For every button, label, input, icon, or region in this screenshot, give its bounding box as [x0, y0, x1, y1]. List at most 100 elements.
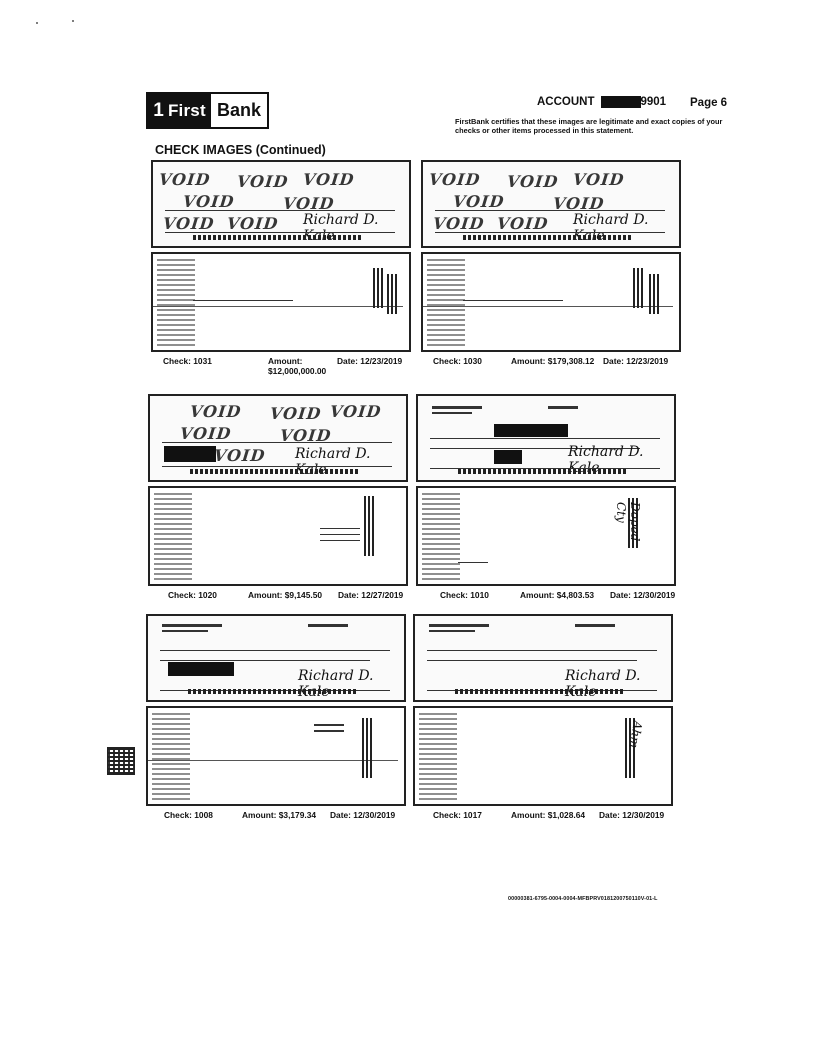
signature: Richard D. Kale: [298, 668, 374, 700]
micr-line: [455, 689, 625, 694]
check-back: [421, 252, 681, 352]
void-stamp: VOID: [452, 192, 506, 211]
document-code: 00000381-6795-0004-0004-MFBPRV0181200750…: [508, 896, 658, 902]
fold-line: [148, 760, 398, 761]
amount-line: [160, 660, 370, 661]
check-heading: [575, 624, 615, 627]
bank-address: [432, 412, 472, 414]
bank-stamp: [157, 258, 195, 346]
bank-stamp: [427, 258, 465, 346]
signature-line: [165, 232, 395, 233]
void-stamp: VOID: [226, 214, 280, 233]
amount-label: Amount:: [268, 356, 303, 366]
bank-stamp: [422, 492, 460, 580]
endorsement-stamp: [362, 718, 372, 778]
logo-mark: 1 First: [148, 94, 211, 127]
deposit-stamp: [314, 724, 344, 726]
endorsement-stamp: [633, 268, 643, 308]
payee-redaction: [164, 446, 216, 462]
payee-line: [427, 650, 657, 651]
endorsement-line: [463, 300, 563, 301]
endorsement-stamp: [628, 498, 638, 548]
void-stamp: VOID: [162, 214, 216, 233]
check-number-label: Check: 1030: [433, 356, 482, 366]
check-amount: Amount: $179,308.12: [511, 356, 595, 366]
bank-address: [162, 630, 208, 632]
account-line: ACCOUNT 9901: [537, 96, 666, 108]
check-front: VOID VOID VOID VOID VOID VOID VOID Richa…: [151, 160, 411, 248]
payee-line: [430, 438, 660, 439]
micr-line: [458, 469, 628, 474]
address-redaction: [494, 450, 522, 464]
logo-first: First: [167, 100, 206, 120]
void-stamp: VOID: [269, 404, 323, 423]
void-stamp: VOID: [572, 170, 626, 189]
signature: Richard D. Kale: [565, 668, 641, 700]
amount-line: [435, 210, 665, 211]
void-stamp: VOID: [302, 170, 356, 189]
bank-address: [429, 630, 475, 632]
bank-stamp: [419, 712, 457, 800]
endorsement-line: [320, 534, 360, 535]
check-number-label: Check: 1020: [168, 590, 217, 600]
check-heading: [548, 406, 578, 409]
check-number-label: Check: 1010: [440, 590, 489, 600]
account-suffix: 9901: [640, 96, 667, 108]
check-number-label: Check: 1031: [163, 356, 212, 366]
check-back: [146, 706, 406, 806]
check-front: Richard D. Kale: [146, 614, 406, 702]
bank-stamp: [154, 492, 192, 580]
amount-line: [162, 442, 392, 443]
check-back: [151, 252, 411, 352]
endorsement-line: [320, 540, 360, 541]
payee-redaction: [494, 424, 568, 437]
check-front: Richard D. Kale: [413, 614, 673, 702]
void-stamp: VOID: [189, 402, 243, 421]
void-stamp: VOID: [432, 214, 486, 233]
check-front: VOID VOID VOID VOID VOID VOID VOID Richa…: [421, 160, 681, 248]
check-date: Date: 12/27/2019: [338, 590, 404, 600]
first-bank-logo: 1 First Bank: [146, 92, 269, 129]
amount-line: [427, 660, 637, 661]
check-date: Date: 12/23/2019: [337, 356, 403, 366]
section-title: CHECK IMAGES (Continued): [155, 143, 326, 157]
void-stamp: VOID: [179, 424, 233, 443]
void-stamp: VOID: [213, 446, 267, 465]
endorsement-line: [458, 562, 488, 563]
void-stamp: VOID: [182, 192, 236, 211]
address-redaction: [168, 662, 234, 676]
fold-line: [423, 306, 673, 307]
check-amount: Amount: $3,179.34: [242, 810, 317, 820]
account-redaction: [600, 96, 641, 108]
check-back: [148, 486, 408, 586]
endorsement-line: [320, 528, 360, 529]
deposit-stamp: [314, 730, 344, 732]
check-date: Date: 12/30/2019: [330, 810, 396, 820]
void-stamp: VOID: [428, 170, 482, 189]
scan-speck: [72, 20, 74, 22]
check-back: Doped Cty: [416, 486, 676, 586]
endorsement-stamp: [625, 718, 635, 778]
micr-line: [188, 689, 358, 694]
check-number-label: Check: 1017: [433, 810, 482, 820]
page-number: Page 6: [690, 97, 728, 109]
signature-line: [435, 232, 665, 233]
void-stamp: VOID: [236, 172, 290, 191]
check-number-label: Check: 1008: [164, 810, 213, 820]
amount-line: [430, 448, 640, 449]
account-label: ACCOUNT: [537, 96, 595, 108]
amount-line: [165, 210, 395, 211]
logo-number: 1: [153, 99, 164, 121]
payee-line: [160, 650, 390, 651]
check-date: Date: 12/23/2019: [603, 356, 669, 366]
micr-line: [193, 235, 363, 240]
endorsement-line: [193, 300, 293, 301]
check-front: Richard D. Kale: [416, 394, 676, 482]
endorsement-stamp: [649, 274, 659, 314]
certification-text: FirstBank certifies that these images ar…: [455, 117, 723, 135]
endorsement-stamp: [364, 496, 374, 556]
endorsement-stamp: [373, 268, 383, 308]
check-front: VOID VOID VOID VOID VOID VOID Richard D.…: [148, 394, 408, 482]
void-stamp: VOID: [496, 214, 550, 233]
qr-code: [107, 747, 135, 775]
